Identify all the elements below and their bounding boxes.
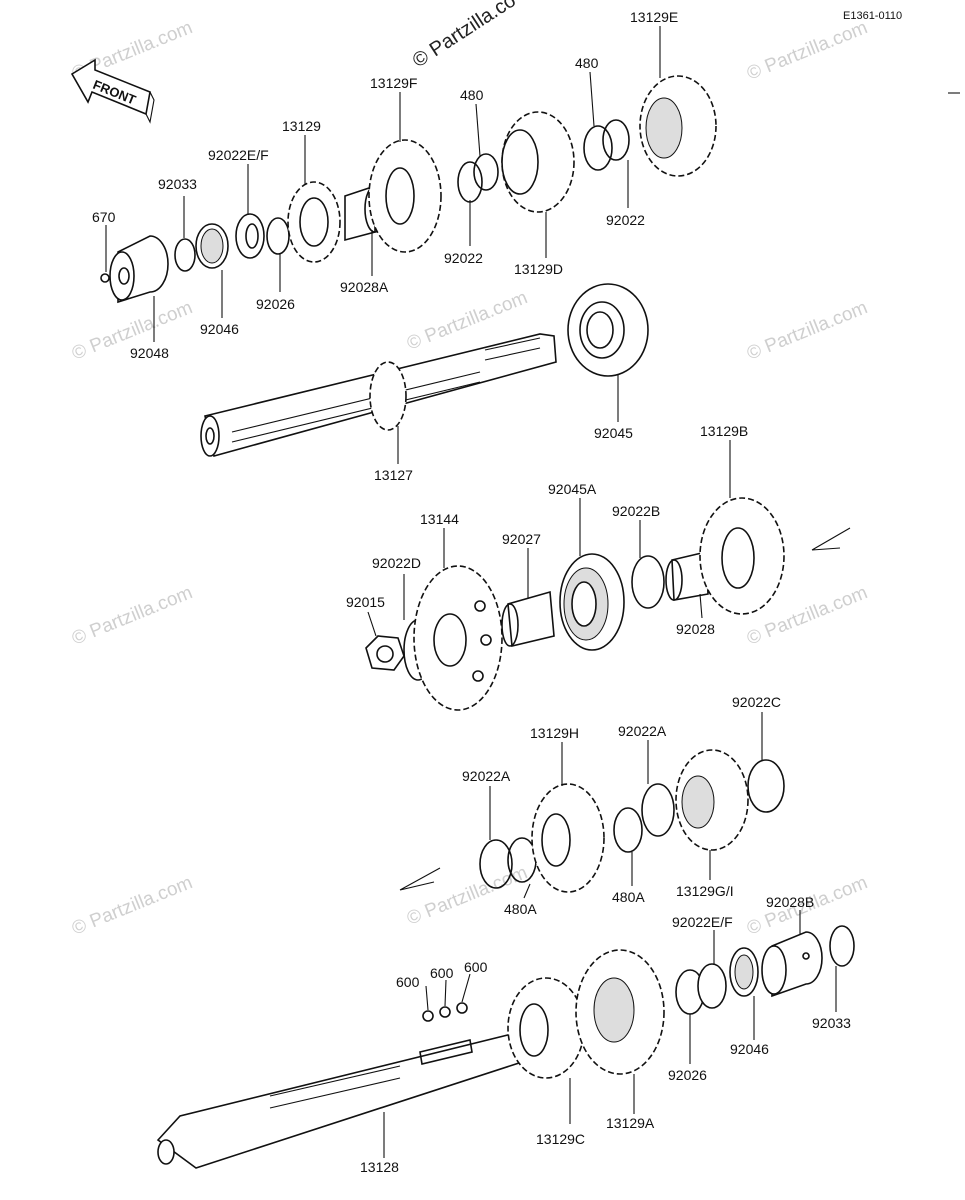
watermark: © Partzilla.com: [69, 872, 196, 939]
watermark: © Partzilla.com: [69, 582, 196, 649]
part-label: 600: [396, 974, 420, 990]
part-label: 13129D: [514, 261, 563, 277]
part-label: 92033: [158, 176, 197, 192]
part-label: 92046: [730, 1041, 769, 1057]
part-label: 92048: [130, 345, 169, 361]
part-label: 92028: [676, 621, 715, 637]
part-label: 92027: [502, 531, 541, 547]
part-label: 13129H: [530, 725, 579, 741]
part-label: 92022B: [612, 503, 660, 519]
part-label: 92028A: [340, 279, 389, 295]
part-label: 13128: [360, 1159, 399, 1175]
part-label: 13144: [420, 511, 459, 527]
part-label: 13129A: [606, 1115, 655, 1131]
part-label: 92045A: [548, 481, 597, 497]
output-shaft: [156, 925, 855, 1169]
part-label: 13129: [282, 118, 321, 134]
output-shaft-gear-group: [100, 75, 717, 304]
part-label: 92022D: [372, 555, 421, 571]
part-label: 92045: [594, 425, 633, 441]
part-label: 92022: [606, 212, 645, 228]
part-label: 13127: [374, 467, 413, 483]
part-label: 480A: [504, 901, 537, 917]
part-label: 480: [460, 87, 484, 103]
countershaft-gear-group: [399, 749, 785, 893]
part-label: 92022C: [732, 694, 781, 710]
input-shaft: [200, 283, 649, 457]
leader-lines: [105, 26, 837, 1158]
part-label: 480A: [612, 889, 645, 905]
part-label: 92022E/F: [672, 914, 733, 930]
part-label: 92033: [812, 1015, 851, 1031]
part-label: 92026: [668, 1067, 707, 1083]
part-label: 92022A: [618, 723, 667, 739]
watermark: © Partzilla.com: [744, 297, 871, 364]
watermark: © Partzilla.com: [744, 17, 871, 84]
sprocket-group: [365, 497, 851, 711]
part-label: 92046: [200, 321, 239, 337]
part-label: 600: [430, 965, 454, 981]
part-label: 600: [464, 959, 488, 975]
part-label: 92022E/F: [208, 147, 269, 163]
part-label: 92026: [256, 296, 295, 312]
part-label: 92022A: [462, 768, 511, 784]
part-label: 92022: [444, 250, 483, 266]
watermark-top: © Partzilla.co: [409, 0, 520, 72]
part-label: 13129G/I: [676, 883, 734, 899]
part-labels: 670 92033 92022E/F 13129 13129F 480 1312…: [92, 9, 851, 1175]
part-label: 13129E: [630, 9, 678, 25]
part-label: 92015: [346, 594, 385, 610]
part-label: 13129F: [370, 75, 417, 91]
part-label: 670: [92, 209, 116, 225]
part-label: 92028B: [766, 894, 814, 910]
part-label: 480: [575, 55, 599, 71]
part-label: 13129B: [700, 423, 748, 439]
part-label: 13129C: [536, 1131, 585, 1147]
diagram-code: E1361-0110: [843, 10, 902, 22]
